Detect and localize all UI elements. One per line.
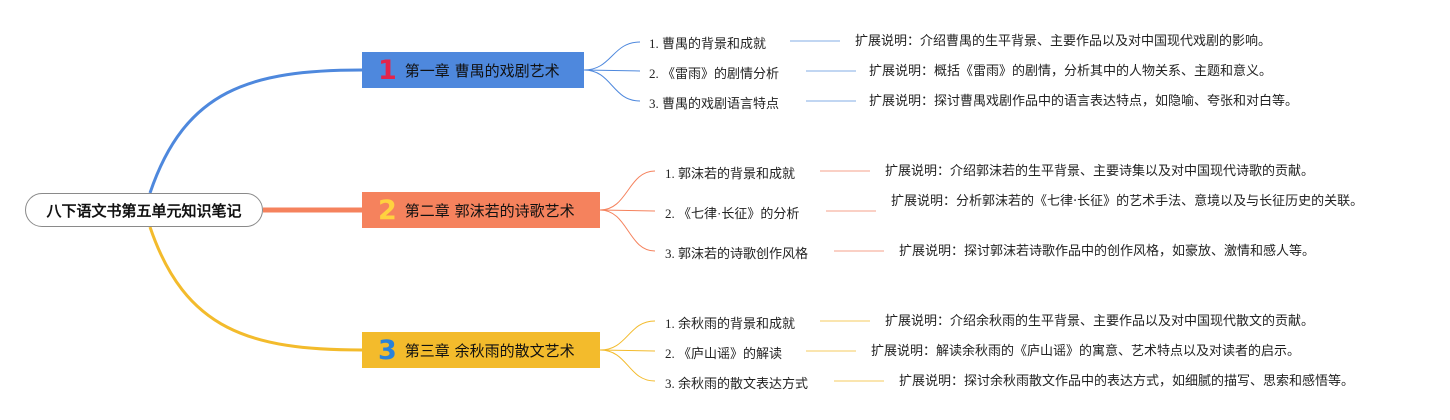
ch2-branch-1 (599, 170, 656, 211)
ch1-branch-2 (583, 69, 641, 72)
topic-note[interactable]: 扩展说明：探讨余秋雨散文作品中的表达方式，如细腻的描写、思索和感悟等。 (899, 374, 1355, 389)
chapter-title: 第三章 余秋雨的散文艺术 (404, 341, 575, 360)
topic-node[interactable]: 3. 曹禺的戏剧语言特点 (649, 96, 780, 111)
topic-node[interactable]: 2. 《庐山谣》的解读 (665, 346, 783, 361)
chapter-title: 第二章 郭沫若的诗歌艺术 (404, 201, 575, 220)
chapter-number-icon: 3 (378, 334, 397, 366)
ch3-branch-1 (599, 320, 656, 351)
chapter-title: 第一章 曹禺的戏剧艺术 (404, 61, 560, 80)
ch1-branch-1 (583, 41, 641, 71)
topic-node[interactable]: 1. 郭沫若的背景和成就 (665, 166, 796, 181)
topic-node[interactable]: 3. 郭沫若的诗歌创作风格 (665, 246, 809, 261)
root-branch-1 (148, 68, 363, 194)
topic-node[interactable]: 2. 《七律·长征》的分析 (665, 206, 800, 221)
topic-note[interactable]: 扩展说明：分析郭沫若的《七律·长征》的艺术手法、意境以及与长征历史的关联。 (891, 194, 1364, 209)
topic-note[interactable]: 扩展说明：介绍曹禺的生平背景、主要作品以及对中国现代戏剧的影响。 (855, 34, 1272, 49)
topic-note[interactable]: 扩展说明：介绍郭沫若的生平背景、主要诗集以及对中国现代诗歌的贡献。 (885, 164, 1315, 179)
chapter-node-2[interactable]: 2 第二章 郭沫若的诗歌艺术 (362, 192, 600, 228)
chapter-node-3[interactable]: 3 第三章 余秋雨的散文艺术 (362, 332, 600, 368)
topic-note[interactable]: 扩展说明：介绍余秋雨的生平背景、主要作品以及对中国现代散文的贡献。 (885, 314, 1315, 329)
ch2-branch-2 (599, 209, 656, 212)
topic-note[interactable]: 扩展说明：探讨郭沫若诗歌作品中的创作风格，如豪放、激情和感人等。 (899, 244, 1316, 259)
ch2-branch-3 (599, 209, 656, 252)
chapter-node-1[interactable]: 1 第一章 曹禺的戏剧艺术 (362, 52, 584, 88)
topic-node[interactable]: 1. 曹禺的背景和成就 (649, 36, 767, 51)
topic-node[interactable]: 1. 余秋雨的背景和成就 (665, 316, 796, 331)
topic-note[interactable]: 扩展说明：探讨曹禺戏剧作品中的语言表达特点，如隐喻、夸张和对白等。 (869, 94, 1299, 109)
ch3-branch-3 (599, 349, 656, 382)
topic-note[interactable]: 扩展说明：概括《雷雨》的剧情，分析其中的人物关系、主题和意义。 (869, 64, 1273, 79)
chapter-number-icon: 1 (378, 54, 397, 86)
chapter-number-icon: 2 (378, 194, 397, 226)
topic-note[interactable]: 扩展说明：解读余秋雨的《庐山谣》的寓意、艺术特点以及对读者的启示。 (871, 344, 1301, 359)
root-node[interactable]: 八下语文书第五单元知识笔记 (25, 193, 263, 227)
ch3-branch-2 (599, 349, 656, 352)
topic-node[interactable]: 2. 《雷雨》的剧情分析 (649, 66, 780, 81)
root-branch-3 (148, 226, 363, 352)
ch1-branch-3 (583, 69, 641, 102)
topic-node[interactable]: 3. 余秋雨的散文表达方式 (665, 376, 809, 391)
